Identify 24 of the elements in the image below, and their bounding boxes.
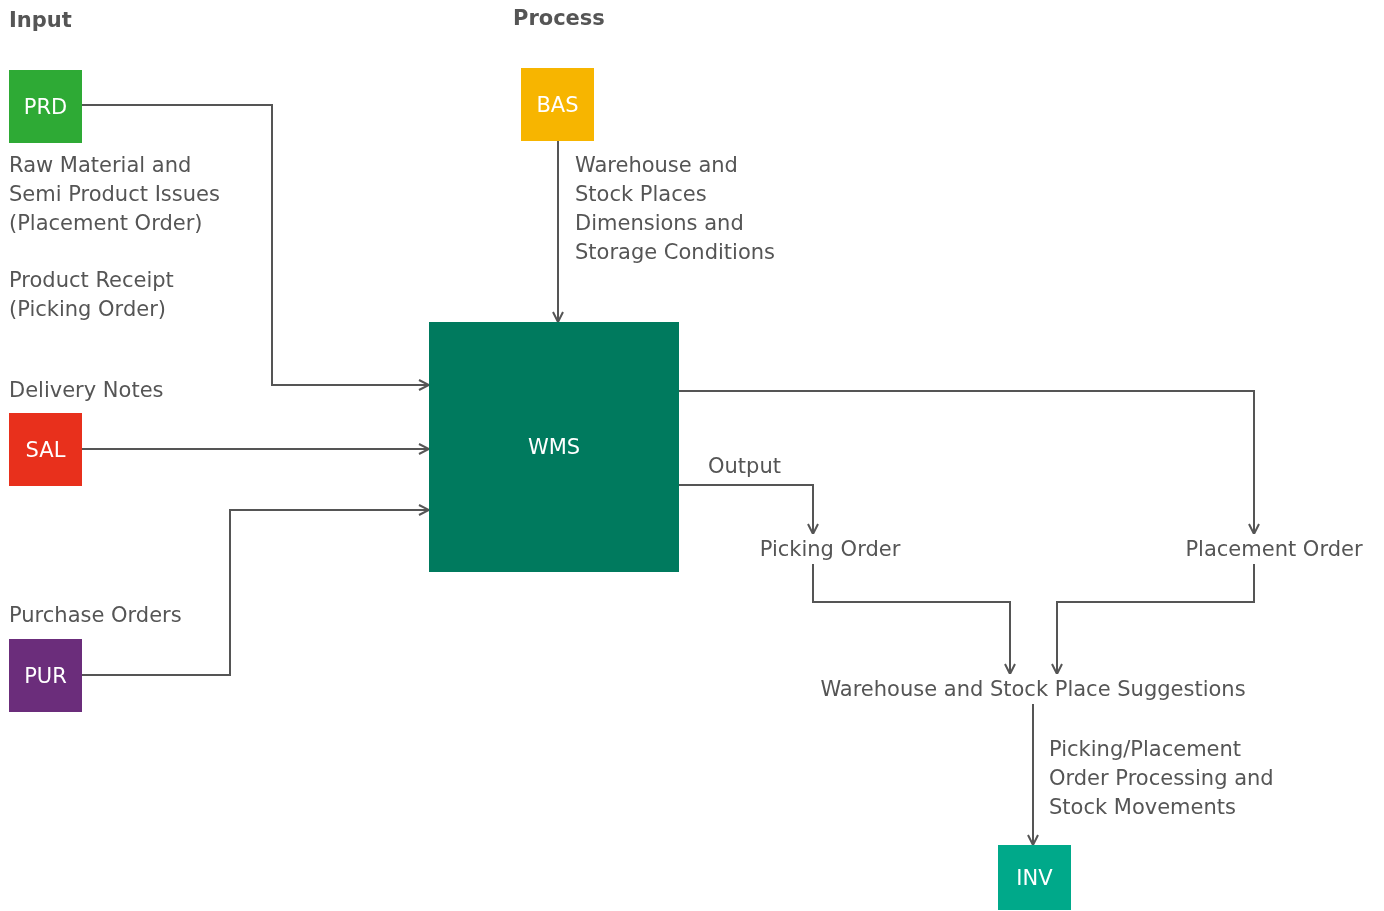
module-box: INV <box>998 845 1071 910</box>
input-description: Purchase Orders <box>9 602 182 629</box>
arrow <box>1051 563 1255 675</box>
arrow <box>81 504 430 676</box>
system-box: WMS <box>429 322 679 572</box>
edge-label: Output <box>708 453 781 480</box>
arrow <box>812 563 1016 675</box>
arrow <box>81 443 430 455</box>
input-description: Product Receipt (Picking Order) <box>9 267 175 323</box>
column-heading: Process <box>513 6 605 30</box>
module-box: SAL <box>9 413 82 486</box>
input-description: Delivery Notes <box>9 377 164 404</box>
module-box: PRD <box>9 70 82 143</box>
arrow <box>1027 703 1039 846</box>
edge-label: Picking/Placement Order Processing and Stock Movements <box>1049 736 1275 821</box>
arrow <box>552 140 564 323</box>
module-box: BAS <box>521 68 594 141</box>
arrow <box>678 484 819 535</box>
column-heading: Input <box>9 8 72 32</box>
input-description: Raw Material and Semi Product Issues (Placement Order) <box>9 152 221 237</box>
module-box: PUR <box>9 639 82 712</box>
edge-label: Warehouse and Stock Places Dimensions and Storage Conditions <box>575 152 775 266</box>
arrow <box>678 390 1260 535</box>
arrow <box>81 104 430 391</box>
